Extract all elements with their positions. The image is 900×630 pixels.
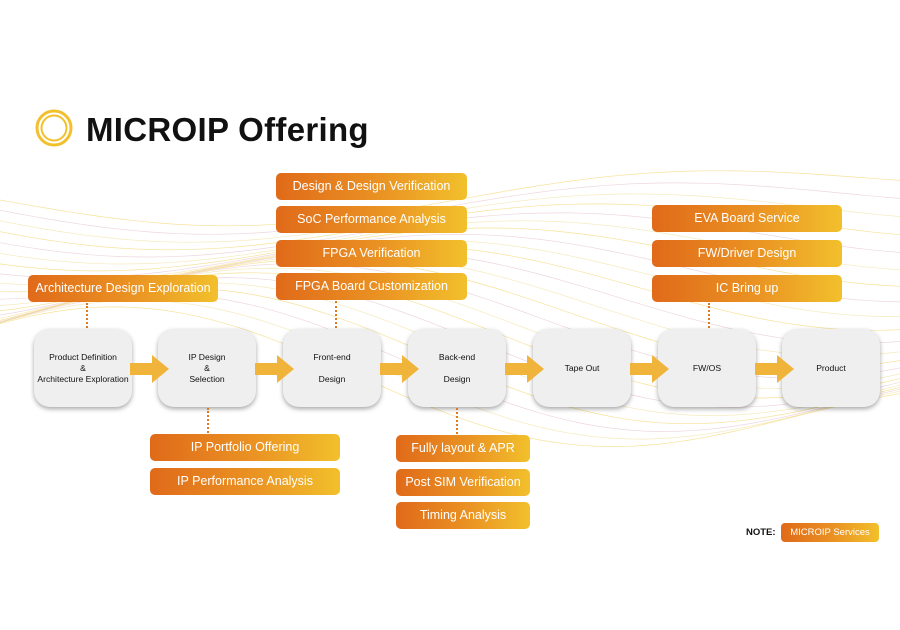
- stage-label: Tape Out: [564, 362, 600, 373]
- connector-frontend: [335, 301, 337, 328]
- stage-label: Product Definition & Architecture Explor…: [37, 351, 129, 384]
- stage-label: IP Design & Selection: [188, 351, 226, 384]
- arrow-right-icon: [130, 355, 169, 383]
- stage-ip-design: IP Design & Selection: [158, 329, 256, 407]
- stage-product: Product: [782, 329, 880, 407]
- stage-fw-os: FW/OS: [658, 329, 756, 407]
- service-ip-performance-analysis: IP Performance Analysis: [150, 468, 340, 495]
- stage-back-end-design: Back-end Design: [408, 329, 506, 407]
- arrow-right-icon: [380, 355, 419, 383]
- wave-line: [0, 306, 900, 447]
- connector-fwos: [708, 303, 710, 328]
- arrow-right-icon: [755, 355, 794, 383]
- arrow-right-icon: [630, 355, 669, 383]
- page-title: MICROIP Offering: [86, 111, 369, 148]
- logo-ring-icon: [35, 109, 73, 147]
- stage-label: Back-end Design: [438, 351, 476, 384]
- service-fpga-verification: FPGA Verification: [276, 240, 467, 267]
- service-post-sim-verification: Post SIM Verification: [396, 469, 530, 496]
- stage-product-definition: Product Definition & Architecture Explor…: [34, 329, 132, 407]
- stage-tape-out: Tape Out: [533, 329, 631, 407]
- service-soc-performance-analysis: SoC Performance Analysis: [276, 206, 467, 233]
- connector-backend: [456, 408, 458, 434]
- connector-ip: [207, 408, 209, 433]
- stage-label: Product: [816, 362, 846, 373]
- service-fw-driver-design: FW/Driver Design: [652, 240, 842, 267]
- arrow-right-icon: [505, 355, 544, 383]
- service-architecture-design-exploration: Architecture Design Exploration: [28, 275, 218, 302]
- arrow-right-icon: [255, 355, 294, 383]
- note-services-badge: MICROIP Services: [781, 523, 879, 542]
- stage-front-end-design: Front-end Design: [283, 329, 381, 407]
- service-fpga-board-customization: FPGA Board Customization: [276, 273, 467, 300]
- service-fully-layout-apr: Fully layout & APR: [396, 435, 530, 462]
- service-timing-analysis: Timing Analysis: [396, 502, 530, 529]
- connector-architecture: [86, 303, 88, 328]
- service-ic-bring-up: IC Bring up: [652, 275, 842, 302]
- service-design-verification: Design & Design Verification: [276, 173, 467, 200]
- stage-label: FW/OS: [692, 362, 722, 373]
- note-label: NOTE:: [746, 527, 776, 538]
- wave-line: [0, 170, 900, 227]
- service-eva-board: EVA Board Service: [652, 205, 842, 232]
- service-ip-portfolio-offering: IP Portfolio Offering: [150, 434, 340, 461]
- stage-label: Front-end Design: [313, 351, 351, 384]
